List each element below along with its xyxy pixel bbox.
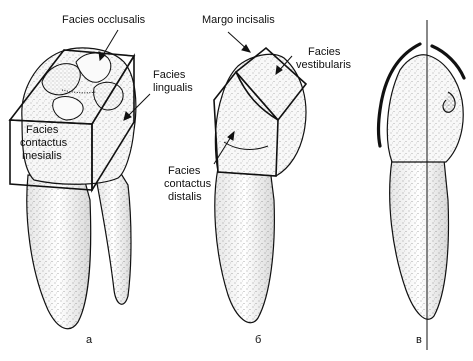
label-facies-lingualis-2: lingualis xyxy=(153,82,193,95)
molar-figure xyxy=(10,30,150,329)
label-facies-distalis-2: contactus xyxy=(164,178,211,191)
label-margo-incisalis: Margo incisalis xyxy=(202,14,275,27)
label-facies-vestibularis-2: vestibularis xyxy=(296,59,351,72)
label-facies-mesialis-2: contactus xyxy=(20,137,67,150)
canine-figure xyxy=(379,20,465,350)
label-facies-mesialis-1: Facies xyxy=(26,124,58,137)
figure-letter-b: б xyxy=(255,334,261,346)
figure-letter-v: в xyxy=(416,334,422,346)
figure-letter-a: а xyxy=(86,334,92,346)
label-facies-lingualis-1: Facies xyxy=(153,69,185,82)
label-facies-distalis-1: Facies xyxy=(168,165,200,178)
incisor-figure xyxy=(214,32,306,323)
label-facies-mesialis-3: mesialis xyxy=(22,150,62,163)
label-facies-occlusalis: Facies occlusalis xyxy=(62,14,145,27)
label-facies-vestibularis-1: Facies xyxy=(308,46,340,59)
label-facies-distalis-3: distalis xyxy=(168,191,202,204)
